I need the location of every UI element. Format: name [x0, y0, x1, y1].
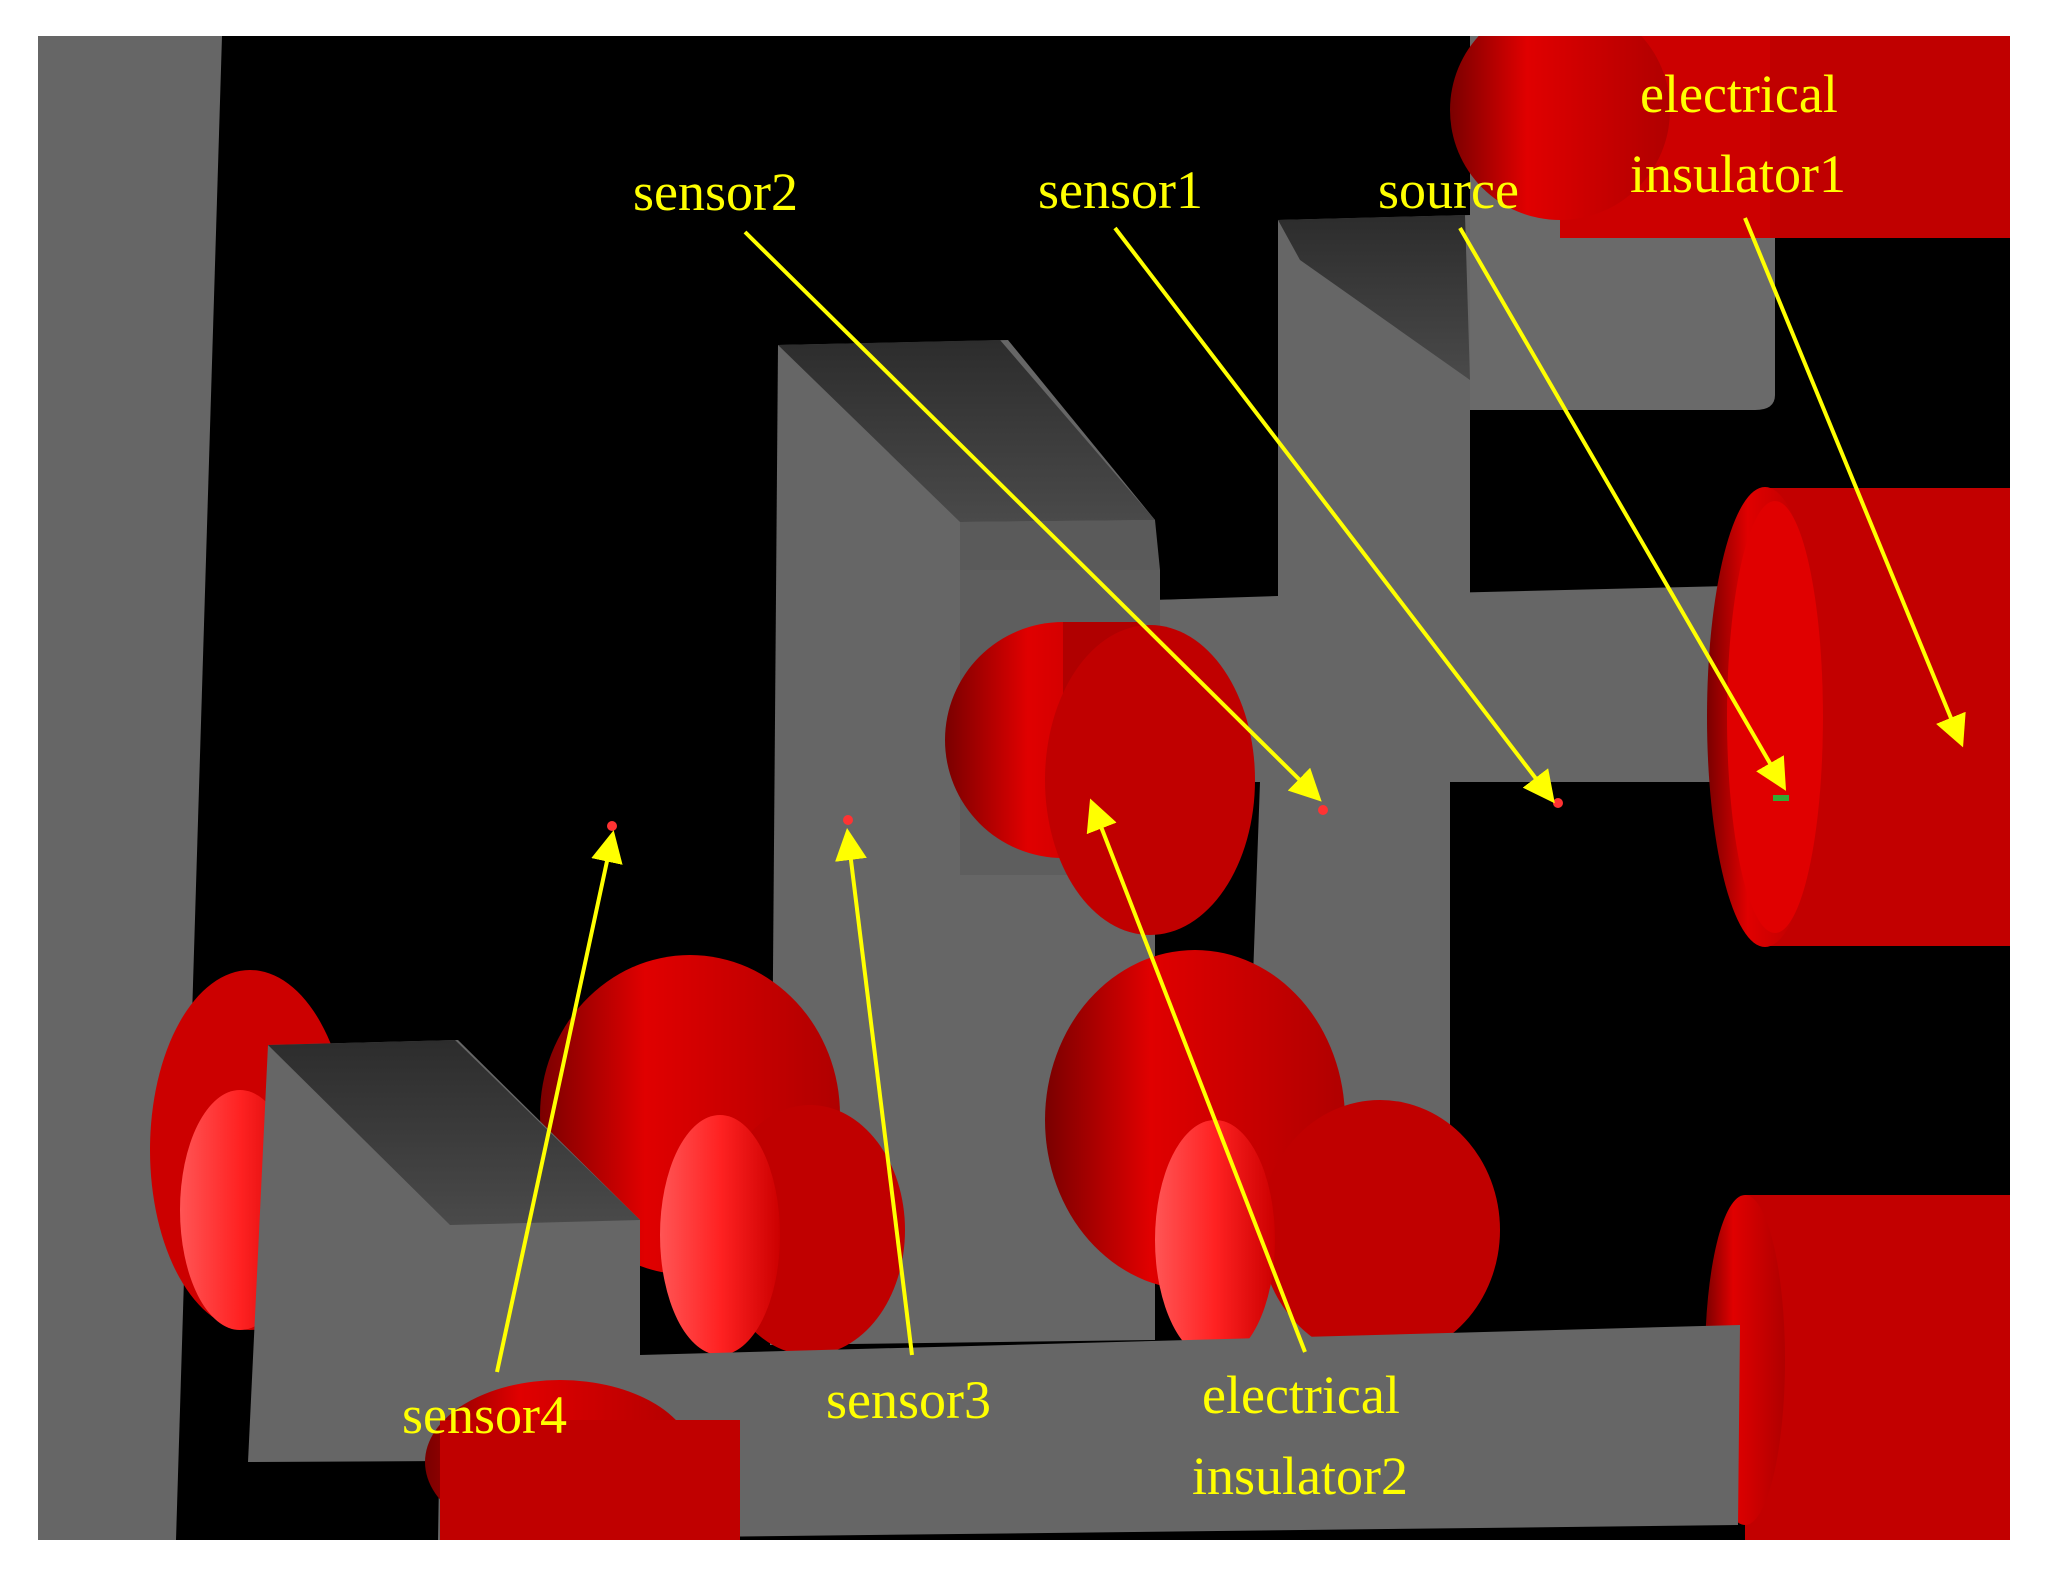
lower-left-block-top-face: [268, 1040, 640, 1225]
sensor4-marker: [607, 821, 617, 831]
middle-column-top-face: [778, 340, 1155, 522]
insulator1-label-line2: insulator1: [1630, 144, 1846, 204]
sensor4-label: sensor4: [402, 1385, 567, 1445]
source-arrow: [1458, 226, 1787, 791]
insulator1-label-line1: electrical: [1640, 64, 1838, 124]
sensor1-marker: [1553, 798, 1563, 808]
lower-middle-cylinder: [540, 955, 905, 1355]
insulator1-cylinder: [1707, 487, 2010, 947]
insulator2-label-line2: insulator2: [1192, 1446, 1408, 1506]
sensor3-label: sensor3: [826, 1370, 991, 1430]
lower-right-cylinder: [1045, 950, 1500, 1360]
bottom-beam: [438, 1325, 1740, 1540]
insulator1-arrow: [1743, 217, 1966, 748]
insulator1-top-cylinder: [1450, 0, 2010, 238]
sensor3-arrow: [835, 828, 914, 1356]
insulator2-label-line1: electrical: [1202, 1365, 1400, 1425]
insulator-bottom-right-cylinder: [1705, 1195, 2010, 1540]
insulator2-cylinder: [945, 622, 1255, 935]
sensor2-marker: [1318, 805, 1328, 815]
sensor1-arrow: [1113, 226, 1555, 804]
sensor3-marker: [843, 815, 853, 825]
rear-column-top-face: [1278, 215, 1470, 380]
sensor2-label: sensor2: [633, 162, 798, 222]
sensor2-arrow: [743, 230, 1322, 802]
sensor1-label: sensor1: [1038, 160, 1203, 220]
source-marker: [1773, 795, 1789, 801]
sensor4-arrow: [495, 830, 623, 1373]
bottom-left-cylinder: [425, 1380, 740, 1544]
insulator2-arrow: [1086, 798, 1307, 1353]
source-label: source: [1378, 160, 1519, 220]
